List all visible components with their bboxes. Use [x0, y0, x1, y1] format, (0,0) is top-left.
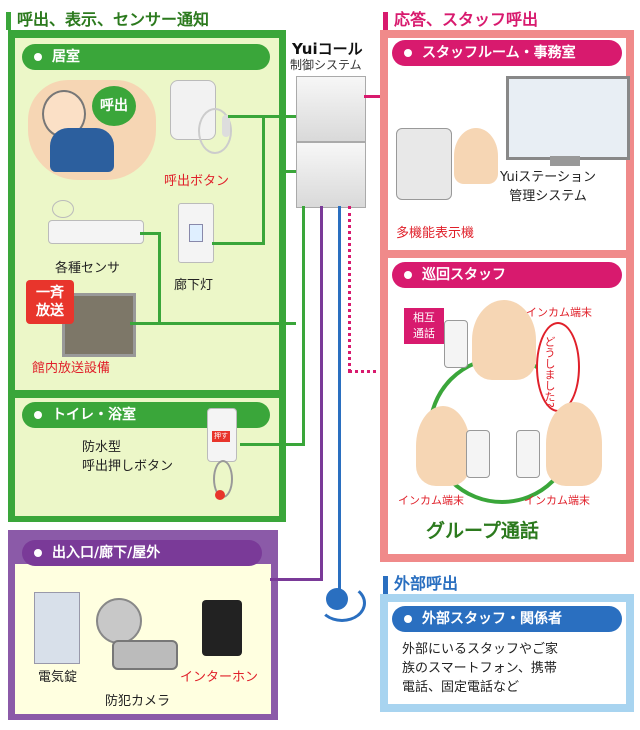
corridor-light-device — [178, 203, 214, 263]
security-camera-bullet — [112, 640, 178, 670]
external-section-title: 外部呼出 — [383, 570, 458, 594]
smartphone-icon — [444, 320, 468, 368]
staff-left — [416, 406, 470, 486]
left-section-title: 呼出、表示、センサー通知 — [6, 6, 209, 30]
intercom-device — [202, 600, 242, 656]
broadcast-label: 館内放送設備 — [32, 361, 111, 376]
section-bar — [6, 11, 11, 30]
security-camera-dome — [96, 598, 142, 644]
mutual-call-badge: 相互 通話 — [404, 308, 444, 344]
group-call-label: グループ通話 — [426, 520, 539, 542]
patient-illustration — [28, 80, 156, 180]
connection-line — [262, 115, 265, 245]
intercom-top-label: インカム端末 — [526, 306, 592, 319]
electric-lock-label: 電気錠 — [38, 670, 78, 685]
bullet-icon — [34, 53, 42, 61]
external-header: 外部スタッフ・関係者 — [392, 606, 622, 632]
toilet-button-label: 防水型 呼出押しボタン — [82, 440, 174, 474]
connection-line — [280, 170, 283, 324]
call-cord — [198, 108, 232, 154]
connection-line — [320, 206, 323, 580]
brand-subtitle: 制御システム — [290, 58, 362, 72]
section-bar — [383, 575, 388, 594]
toilet-pull-ball — [215, 490, 225, 500]
room-header: 居室 — [22, 44, 270, 70]
section-bar — [383, 11, 388, 30]
phone-label: 多機能表示機 — [396, 226, 475, 241]
security-camera-label: 防犯カメラ — [105, 694, 171, 709]
patient-body — [50, 128, 114, 172]
external-description: 外部にいるスタッフやご家 族のスマートフォン、携帯 電話、固定電話など — [402, 642, 559, 695]
connection-line — [302, 206, 305, 446]
bullet-icon — [404, 271, 412, 279]
station-monitor — [506, 76, 630, 160]
patrol-header: 巡回スタッフ — [392, 262, 622, 288]
call-bubble: 呼出 — [92, 86, 136, 126]
connection-line — [140, 232, 160, 235]
connection-line — [240, 443, 304, 446]
right-section-title: 応答、スタッフ呼出 — [383, 6, 538, 30]
wireless-wave — [318, 584, 366, 622]
connection-line — [280, 115, 296, 118]
control-unit-bottom — [296, 142, 366, 208]
speaker-device — [62, 293, 136, 357]
staff-receptionist — [454, 128, 498, 184]
connection-line-dotted — [348, 206, 351, 372]
staff-right — [546, 402, 602, 486]
electric-lock-device — [34, 592, 80, 664]
toilet-button-device: 押す — [207, 408, 237, 462]
entrance-header: 出入口/廊下/屋外 — [22, 540, 262, 566]
monitor-stand — [550, 156, 580, 166]
speech-bubble — [536, 322, 580, 412]
corridor-light-label: 廊下灯 — [174, 278, 214, 293]
bullet-icon — [404, 615, 412, 623]
broadcast-badge: 一斉 放送 — [26, 280, 74, 324]
connection-line — [158, 232, 161, 324]
call-handset — [222, 115, 230, 137]
multifunction-phone — [396, 128, 452, 200]
toilet-push-button: 押す — [212, 431, 230, 442]
smartphone-icon — [466, 430, 490, 478]
speech-bubble-text: どうしました? — [543, 336, 556, 408]
bullet-icon — [34, 549, 42, 557]
sensor-device — [48, 220, 144, 244]
connection-line — [228, 115, 280, 118]
connection-line — [280, 170, 296, 173]
connection-line — [270, 578, 323, 581]
connection-line — [338, 206, 341, 594]
intercom-label: インターホン — [180, 670, 259, 685]
call-button-label: 呼出ボタン — [164, 174, 230, 189]
brand-logo: Yuiコール — [292, 40, 363, 58]
staff-room-header: スタッフルーム・事務室 — [392, 40, 622, 66]
connection-line — [212, 242, 264, 245]
intercom-left-label: インカム端末 — [398, 494, 464, 507]
station-label: Yuiステーション 管理システム — [500, 170, 597, 204]
bullet-icon — [34, 411, 42, 419]
smartphone-icon — [516, 430, 540, 478]
sensor-label: 各種センサ — [55, 261, 121, 276]
bullet-icon — [404, 49, 412, 57]
connection-line — [130, 322, 296, 325]
intercom-right-label: インカム端末 — [524, 494, 590, 507]
sensor-cable — [52, 200, 74, 218]
control-unit-top — [296, 76, 366, 142]
staff-top — [472, 300, 536, 380]
connection-line-dotted — [348, 370, 384, 373]
light-lens — [189, 224, 203, 242]
